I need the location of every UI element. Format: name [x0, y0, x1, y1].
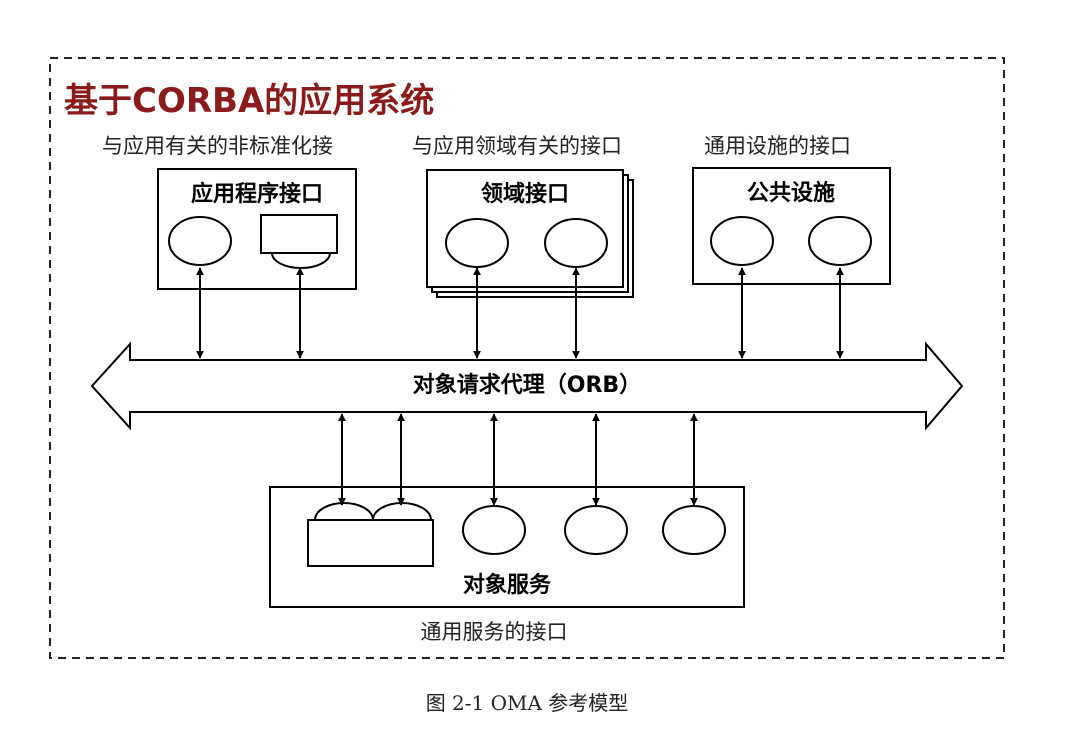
common-facilities-title: 公共设施 — [747, 180, 835, 206]
service-object-circle-3 — [662, 505, 726, 555]
app-interface-label: 与应用有关的非标准化接 — [102, 134, 333, 158]
domain-object-circle-2 — [544, 218, 608, 268]
domain-interface-box: 领域接口 — [426, 169, 634, 298]
facility-object-circle-1 — [710, 216, 774, 266]
domain-object-circle-1 — [445, 218, 509, 268]
app-interface-title: 应用程序接口 — [191, 181, 323, 207]
domain-interface-label: 与应用领域有关的接口 — [412, 134, 622, 158]
object-services-title: 对象服务 — [463, 572, 552, 598]
facility-object-circle-2 — [808, 216, 872, 266]
system-frame — [49, 57, 1005, 659]
service-object-circle-1 — [462, 505, 526, 555]
facility-interface-label: 通用设施的接口 — [704, 134, 851, 158]
service-object-circle-2 — [564, 505, 628, 555]
service-adapter-rect — [307, 519, 434, 567]
app-object-circle — [168, 216, 232, 266]
diagram-title: 基于CORBA的应用系统 — [64, 81, 434, 121]
service-interface-label: 通用服务的接口 — [421, 620, 568, 644]
common-facilities-box: 公共设施 — [692, 167, 891, 285]
orb-bus-label: 对象请求代理（ORB） — [413, 372, 641, 398]
object-services-box: 对象服务 — [269, 486, 745, 608]
domain-interface-title: 领域接口 — [481, 181, 569, 207]
figure-caption: 图 2-1 OMA 参考模型 — [426, 691, 629, 715]
app-adapter-rect — [260, 214, 338, 254]
app-interface-box: 应用程序接口 — [157, 168, 357, 290]
orb-bus-arrow — [90, 341, 964, 431]
